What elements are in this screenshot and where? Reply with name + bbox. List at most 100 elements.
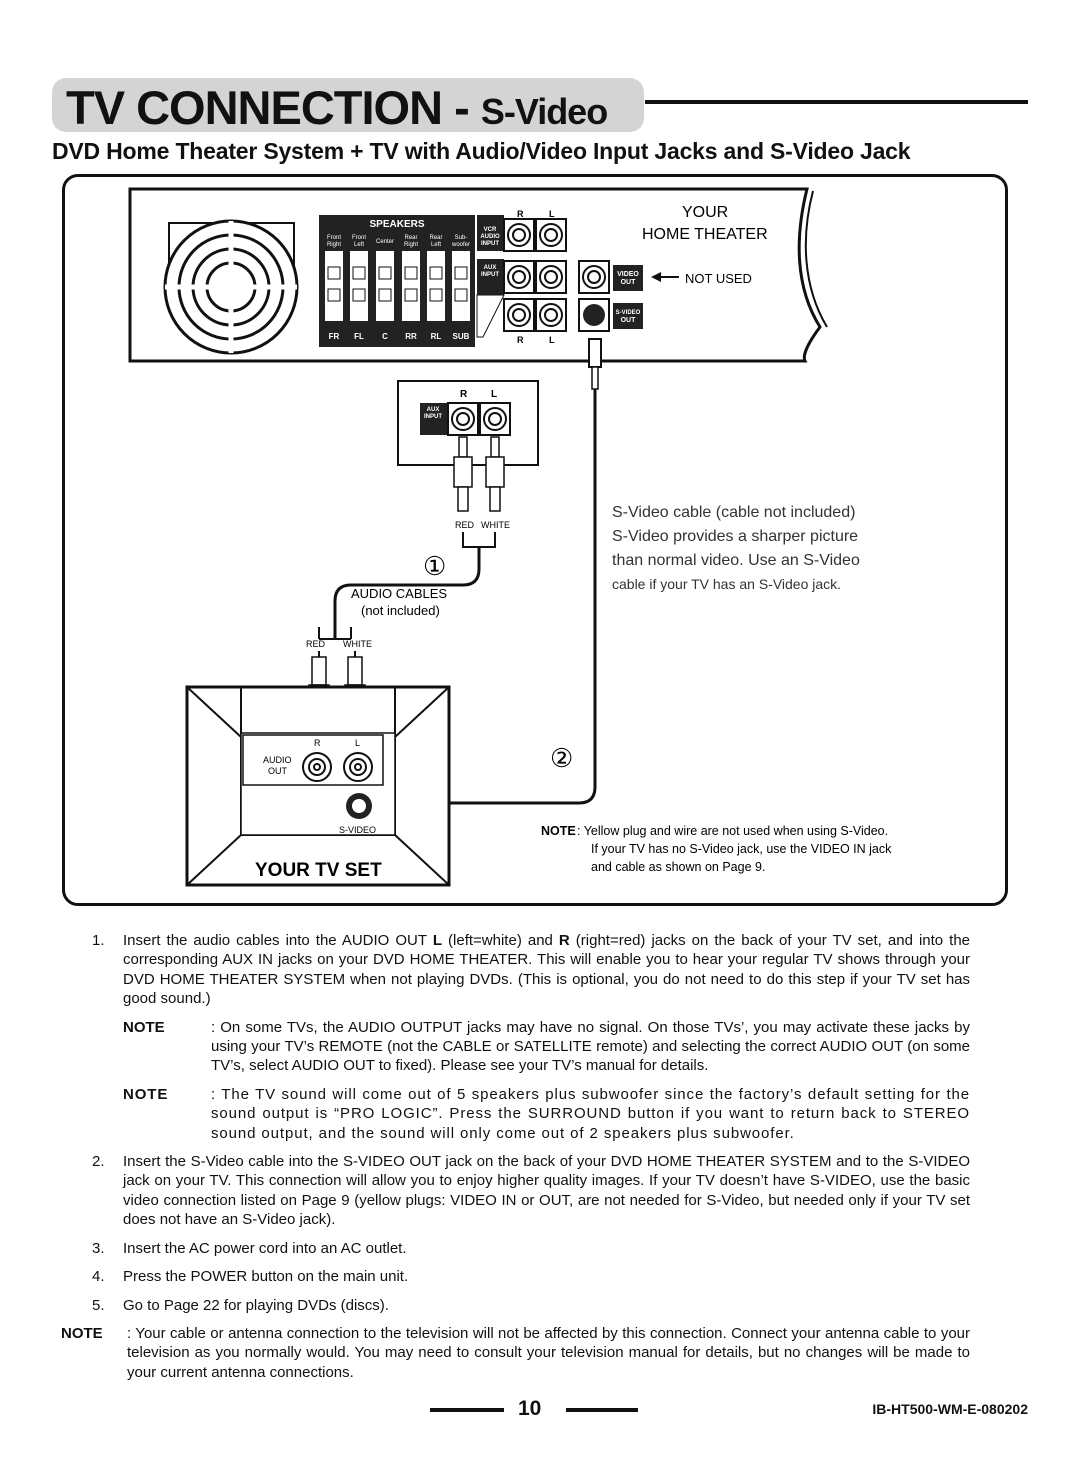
tv-audio-label: AUDIO: [263, 755, 292, 765]
svg-text:AUX: AUX: [427, 407, 440, 413]
svg-text:than normal video. Use an S-Vi: than normal video. Use an S-Video: [612, 552, 860, 569]
svg-text:cable if your TV has an S-Vide: cable if your TV has an S-Video jack.: [612, 576, 841, 592]
title-sub: S-Video: [480, 91, 608, 132]
step-4: 4.Press the POWER button on the main uni…: [92, 1268, 409, 1286]
note-label: NOTE: [61, 1324, 103, 1342]
document-code: IB-HT500-WM-E-080202: [872, 1401, 1028, 1417]
diagram-note-label: NOTE: [541, 824, 576, 838]
not-included-label: (not included): [361, 603, 440, 618]
step-number: 5.: [92, 1296, 105, 1314]
ht-rca-jacks: [503, 218, 567, 332]
step-number: 3.: [92, 1239, 105, 1257]
svg-text:VCR: VCR: [484, 227, 497, 233]
title-rule: [645, 100, 1028, 104]
svg-text:RL: RL: [431, 332, 442, 341]
video-out-jack: [578, 260, 610, 294]
tv-r-label: R: [314, 738, 321, 748]
svg-text:INPUT: INPUT: [481, 272, 499, 278]
svg-text:Right: Right: [404, 242, 418, 248]
tv-svideo-label: S-VIDEO: [339, 825, 376, 835]
svg-text:Left: Left: [431, 242, 441, 248]
step2-marker: ②: [550, 743, 573, 773]
speaker-col-fl: Front: [352, 235, 366, 241]
note-label: NOTE: [123, 1085, 169, 1103]
svideo-plug-top: [588, 338, 602, 368]
vcr-label-box: [477, 215, 504, 251]
svideo-out-jack: [578, 298, 610, 332]
speaker-col-rl: Rear: [429, 235, 442, 241]
audio-cable: [333, 547, 481, 639]
home-theater-label: HOME THEATER: [642, 226, 768, 243]
speaker-terminals: [325, 251, 470, 321]
step-5: 5.Go to Page 22 for playing DVDs (discs)…: [92, 1296, 389, 1314]
tv-set-label: YOUR TV SET: [255, 860, 382, 881]
svg-text:INPUT: INPUT: [424, 414, 442, 420]
tv-out-label: OUT: [268, 766, 288, 776]
step-number: 4.: [92, 1268, 105, 1286]
step-number: 2.: [92, 1153, 105, 1171]
final-note: NOTE: Your cable or antenna connection t…: [61, 1324, 970, 1382]
page-subtitle: DVD Home Theater System + TV with Audio/…: [52, 138, 911, 164]
step-2: 2.Insert the S-Video cable into the S-VI…: [92, 1153, 970, 1229]
svideo-note: S-Video cable (cable not included) S-Vid…: [612, 504, 860, 592]
svideo-out-label-box: [613, 303, 643, 329]
ht-l-label: L: [549, 209, 555, 219]
page-number: 10: [518, 1397, 542, 1420]
svg-text:AUX: AUX: [484, 265, 497, 271]
svg-text:OUT: OUT: [621, 317, 637, 324]
note-label: NOTE: [123, 1018, 165, 1036]
white-label-upper: WHITE: [481, 520, 510, 530]
speaker-codes: FR FL C RR RL SUB: [329, 332, 470, 341]
speaker-col-c: Center: [376, 239, 394, 245]
ht-l-label-bottom: L: [549, 335, 555, 345]
svg-text:VIDEO: VIDEO: [617, 271, 639, 278]
svg-text:INPUT: INPUT: [481, 241, 499, 247]
title-background: [52, 78, 644, 132]
svg-text:S-Video cable (cable not inclu: S-Video cable (cable not included): [612, 504, 855, 521]
note-text: : On some TVs, the AUDIO OUTPUT jacks ma…: [211, 1018, 970, 1075]
speakers-block: [319, 215, 475, 347]
white-label-lower: WHITE: [343, 639, 372, 649]
speaker-col-fr: Front: [327, 235, 341, 241]
svg-text:AUDIO: AUDIO: [480, 234, 500, 240]
svg-text:woofer: woofer: [451, 242, 470, 248]
svg-text:FR: FR: [329, 332, 340, 341]
footer-rule-left: [430, 1408, 504, 1412]
diagram-note-line-3: and cable as shown on Page 9.: [591, 860, 765, 874]
step-number: 1.: [92, 932, 105, 949]
svg-text:S-VIDEO: S-VIDEO: [616, 310, 641, 316]
svg-text:RR: RR: [405, 332, 417, 341]
red-label-upper: RED: [455, 520, 475, 530]
tv-audio-jacks: [302, 752, 373, 782]
audio-cables-label: AUDIO CABLES: [351, 586, 447, 601]
note-2: NOTE: The TV sound will come out of 5 sp…: [123, 1085, 970, 1143]
svg-text:SUB: SUB: [453, 332, 470, 341]
not-used-label: NOT USED: [685, 271, 752, 286]
rca-plugs-upper: [453, 436, 505, 512]
svg-text:FL: FL: [354, 332, 364, 341]
instruction-steps: 1. Insert the audio cables into the AUDI…: [61, 931, 971, 1382]
title-text: TV CONNECTION - S-Video: [66, 80, 608, 135]
tv-l-label: L: [355, 738, 360, 748]
svg-text:S-Video provides a sharper pic: S-Video provides a sharper picture: [612, 528, 858, 545]
ht-r-label: R: [517, 209, 524, 219]
diagram-note-line-2: If your TV has no S-Video jack, use the …: [591, 842, 892, 856]
svg-text:OUT: OUT: [621, 279, 637, 286]
svideo-cable: [431, 389, 597, 805]
your-label: YOUR: [682, 204, 728, 221]
svg-text:Right: Right: [327, 242, 341, 248]
svg-text:C: C: [382, 332, 388, 341]
speaker-col-rr: Rear: [404, 235, 417, 241]
title-main: TV CONNECTION -: [66, 81, 481, 134]
step-1: 1. Insert the audio cables into the AUDI…: [92, 932, 971, 1008]
step1-marker: ①: [423, 551, 446, 581]
diagram-note-line-1: : Yellow plug and wire are not used when…: [577, 824, 888, 838]
note-1: NOTE : On some TVs, the AUDIO OUTPUT jack…: [123, 1018, 970, 1076]
speaker-col-sub: Sub-: [455, 235, 468, 241]
aux-callout-jacks: [447, 402, 511, 436]
